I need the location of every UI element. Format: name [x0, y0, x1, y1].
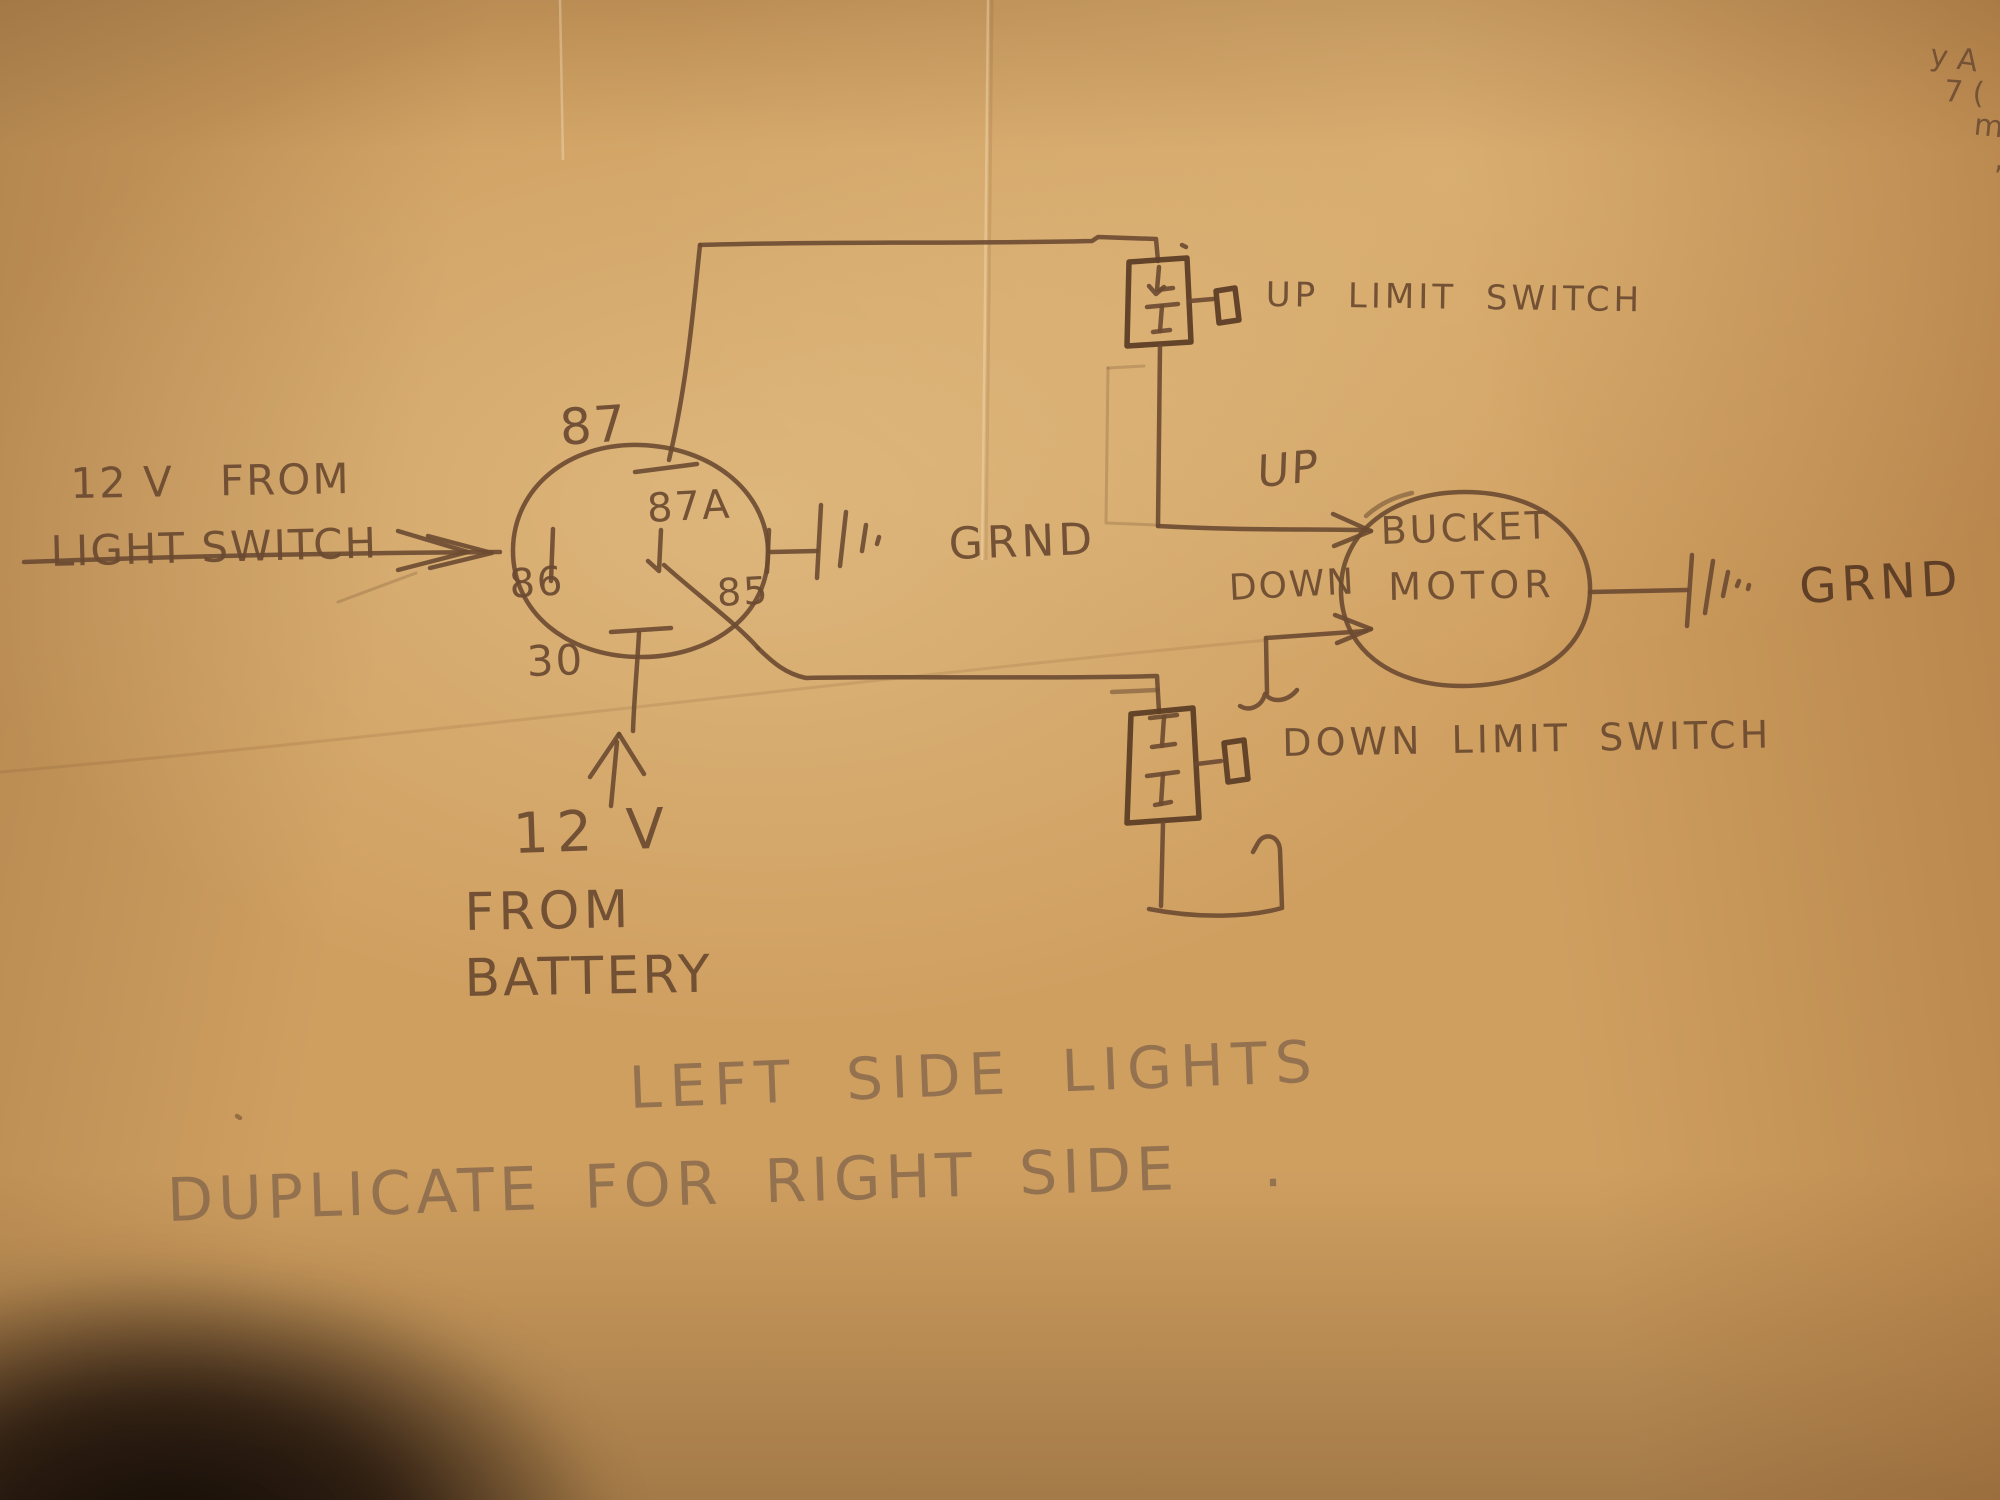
- corner-note-line: m: [1972, 107, 2000, 146]
- wire-pin85-to-ground: [764, 502, 882, 581]
- corner-note-fragments: y A 7 ( m ,: [1928, 38, 2000, 176]
- relay-pin-87-label: 87: [557, 394, 630, 457]
- wire-motor-to-ground: [1587, 552, 1752, 629]
- finger-shadow: [0, 1262, 620, 1500]
- stray-marks: [234, 1113, 243, 1121]
- motor-down-wire-label: DOWN: [1227, 561, 1357, 609]
- wire-arm-to-down-limit: [755, 645, 1162, 715]
- up-limit-switch-box: [1124, 255, 1242, 349]
- relay-pin-87a-label: 87A: [645, 481, 733, 532]
- label-12v-from-battery-line1: 12 V: [511, 796, 674, 867]
- wire-up-limit-to-motor: [1104, 343, 1374, 549]
- relay-ground-label: GRND: [947, 513, 1098, 570]
- relay-circle: [510, 442, 771, 660]
- down-limit-switch-box: [1124, 705, 1251, 826]
- bucket-motor-name-line2: MOTOR: [1387, 562, 1556, 609]
- up-limit-switch-label: UP LIMIT SWITCH: [1265, 275, 1644, 321]
- wire-light-switch-to-pin86: [21, 526, 556, 604]
- label-12v-from-light-switch-line1: 12 V FROM: [69, 454, 351, 508]
- pin30-battery-feed: [587, 625, 674, 809]
- label-12v-from-light-switch-line2: LIGHT SWITCH: [49, 518, 379, 576]
- bucket-motor-circle: [1338, 489, 1593, 689]
- motor-up-wire-label: UP: [1256, 440, 1321, 499]
- corner-note-line: ,: [1994, 143, 2000, 176]
- relay-pin-30-label: 30: [525, 634, 586, 686]
- motor-ground-label: GRND: [1797, 550, 1964, 615]
- relay-pin-86-label: 86: [507, 558, 566, 608]
- corner-note-line: 7 (: [1942, 73, 1986, 112]
- wire-pin87-to-up-limit: [632, 234, 1189, 475]
- relay-arm-pin87a: [645, 527, 761, 651]
- label-12v-from-battery-line2: FROM: [463, 880, 633, 943]
- down-limit-switch-label: DOWN LIMIT SWITCH: [1281, 712, 1773, 765]
- paper-creases: [0, 0, 1269, 774]
- wire-down-limit-return-loop: [1146, 820, 1285, 918]
- wire-down-lead-motor: [1237, 612, 1374, 711]
- relay-pin-85-label: 85: [715, 568, 771, 615]
- label-12v-from-battery-line3: BATTERY: [463, 944, 714, 1009]
- bucket-motor-name-line1: BUCKET: [1379, 503, 1552, 553]
